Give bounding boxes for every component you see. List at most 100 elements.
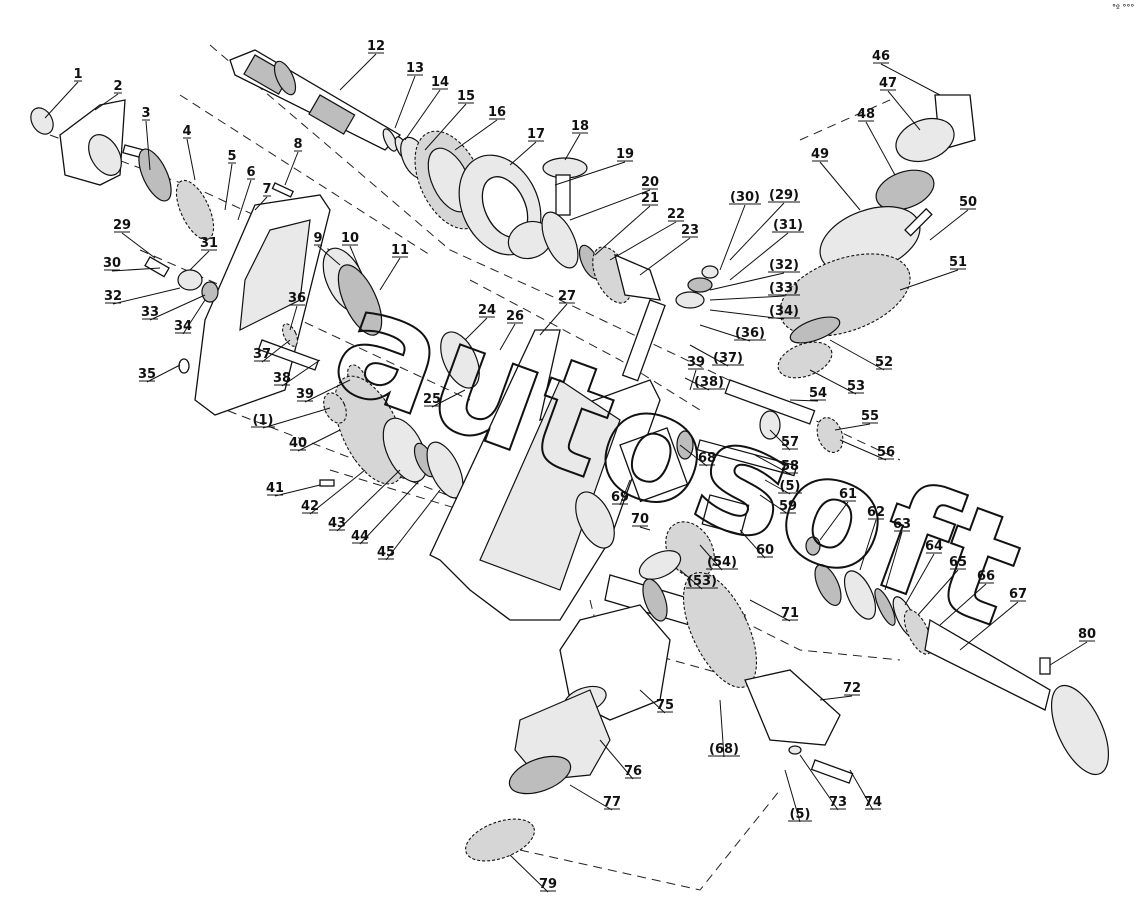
callout-77: 75 xyxy=(639,689,674,714)
callout-label: 46 xyxy=(872,49,890,64)
callout-29: 31 xyxy=(189,236,218,271)
callout-70: 70 xyxy=(631,512,651,531)
callout-67: 67 xyxy=(959,587,1027,651)
callout-4: 5 xyxy=(224,149,237,211)
callout-label: (5) xyxy=(780,479,801,494)
callout-label: (34) xyxy=(769,304,799,319)
callout-label: 56 xyxy=(877,445,895,460)
callout-24: 25 xyxy=(423,389,466,408)
leader-line xyxy=(599,739,634,780)
callout-label: 71 xyxy=(781,606,799,621)
bearing-set-left xyxy=(257,247,480,392)
callout-85: (32) xyxy=(709,258,800,291)
leader-line xyxy=(289,305,298,331)
leader-line xyxy=(499,323,516,351)
callout-label: (31) xyxy=(773,218,803,233)
callout-84: (31) xyxy=(729,218,804,281)
leader-line xyxy=(829,339,885,371)
callout-61: 61 xyxy=(819,487,857,541)
callout-label: 61 xyxy=(839,487,857,502)
callout-label: (1) xyxy=(253,413,274,428)
callout-label: 33 xyxy=(141,305,159,320)
leader-line xyxy=(939,583,987,626)
callout-56: 57 xyxy=(769,429,799,451)
callout-label: 15 xyxy=(457,89,475,104)
callout-label: 55 xyxy=(861,409,879,424)
leader-line xyxy=(769,429,791,451)
callout-label: 27 xyxy=(558,289,576,304)
callout-9: 10 xyxy=(341,231,361,271)
callout-18: 19 xyxy=(554,147,634,186)
callout-label: 50 xyxy=(959,195,977,210)
leader-line xyxy=(764,479,791,495)
callout-72: (53) xyxy=(679,569,718,590)
callout-88: (36) xyxy=(699,324,766,342)
callout-label: (36) xyxy=(735,326,765,341)
leader-line xyxy=(317,245,341,266)
small-fasteners-left xyxy=(144,182,335,487)
leader-line xyxy=(454,119,498,151)
callout-78: 76 xyxy=(599,739,642,780)
callout-36: 38 xyxy=(273,359,321,387)
callout-label: 57 xyxy=(781,435,799,450)
callout-52: 53 xyxy=(809,369,865,395)
callout-93: (5) xyxy=(784,769,812,823)
leader-line xyxy=(509,854,549,893)
callout-92: (68) xyxy=(708,699,740,758)
leader-line xyxy=(186,138,196,181)
leader-line xyxy=(145,120,151,171)
callout-81: 80 xyxy=(1049,627,1096,666)
leader-line xyxy=(639,689,666,714)
leader-line xyxy=(884,531,903,591)
gear-drum-set xyxy=(414,130,542,256)
callout-22: 23 xyxy=(639,223,699,276)
leader-line xyxy=(149,294,206,321)
callout-label: 64 xyxy=(925,539,943,554)
callout-32: 34 xyxy=(174,299,206,335)
callout-62: 62 xyxy=(859,505,885,571)
leader-line xyxy=(784,769,801,823)
callout-3: 4 xyxy=(182,124,196,181)
callout-6: 7 xyxy=(254,182,272,211)
leader-line xyxy=(699,544,723,571)
callout-label: 22 xyxy=(667,207,685,222)
shift-fork xyxy=(507,157,588,260)
callout-label: (32) xyxy=(769,258,799,273)
callout-label: 38 xyxy=(273,371,291,386)
callout-label: 65 xyxy=(949,555,967,570)
callout-label: 47 xyxy=(879,76,897,91)
callout-59: 59 xyxy=(759,494,797,515)
callout-label: 1 xyxy=(73,67,82,82)
callout-79: 77 xyxy=(569,784,621,811)
callout-label: 44 xyxy=(351,529,369,544)
callout-label: 68 xyxy=(698,451,716,466)
callout-label: 75 xyxy=(656,698,674,713)
leader-line xyxy=(799,754,839,811)
callout-label: 11 xyxy=(391,243,409,258)
leader-line xyxy=(789,399,819,402)
carrier-bearing-set xyxy=(465,604,671,862)
callout-15: 16 xyxy=(454,105,506,151)
callout-80: 79 xyxy=(509,854,557,893)
leader-line xyxy=(819,161,861,211)
callout-label: 39 xyxy=(687,355,705,370)
leader-line xyxy=(304,379,351,403)
callout-12: 13 xyxy=(394,61,424,129)
callout-71: (54) xyxy=(699,544,738,571)
leader-line xyxy=(385,489,441,561)
callout-label: 24 xyxy=(478,303,496,318)
callout-14: 15 xyxy=(424,89,475,151)
callout-label: (29) xyxy=(769,188,799,203)
callout-41: 42 xyxy=(301,469,366,515)
leader-line xyxy=(729,232,789,281)
leader-line xyxy=(309,469,366,515)
callout-38: (1) xyxy=(251,407,331,429)
callout-8: 9 xyxy=(313,231,341,266)
callout-label: 20 xyxy=(641,175,659,190)
callout-label: (30) xyxy=(730,190,760,205)
callout-27: 29 xyxy=(113,218,156,259)
callout-label: 77 xyxy=(603,795,621,810)
leader-line xyxy=(619,479,631,506)
leader-line xyxy=(749,599,791,622)
callout-label: 60 xyxy=(756,543,774,558)
